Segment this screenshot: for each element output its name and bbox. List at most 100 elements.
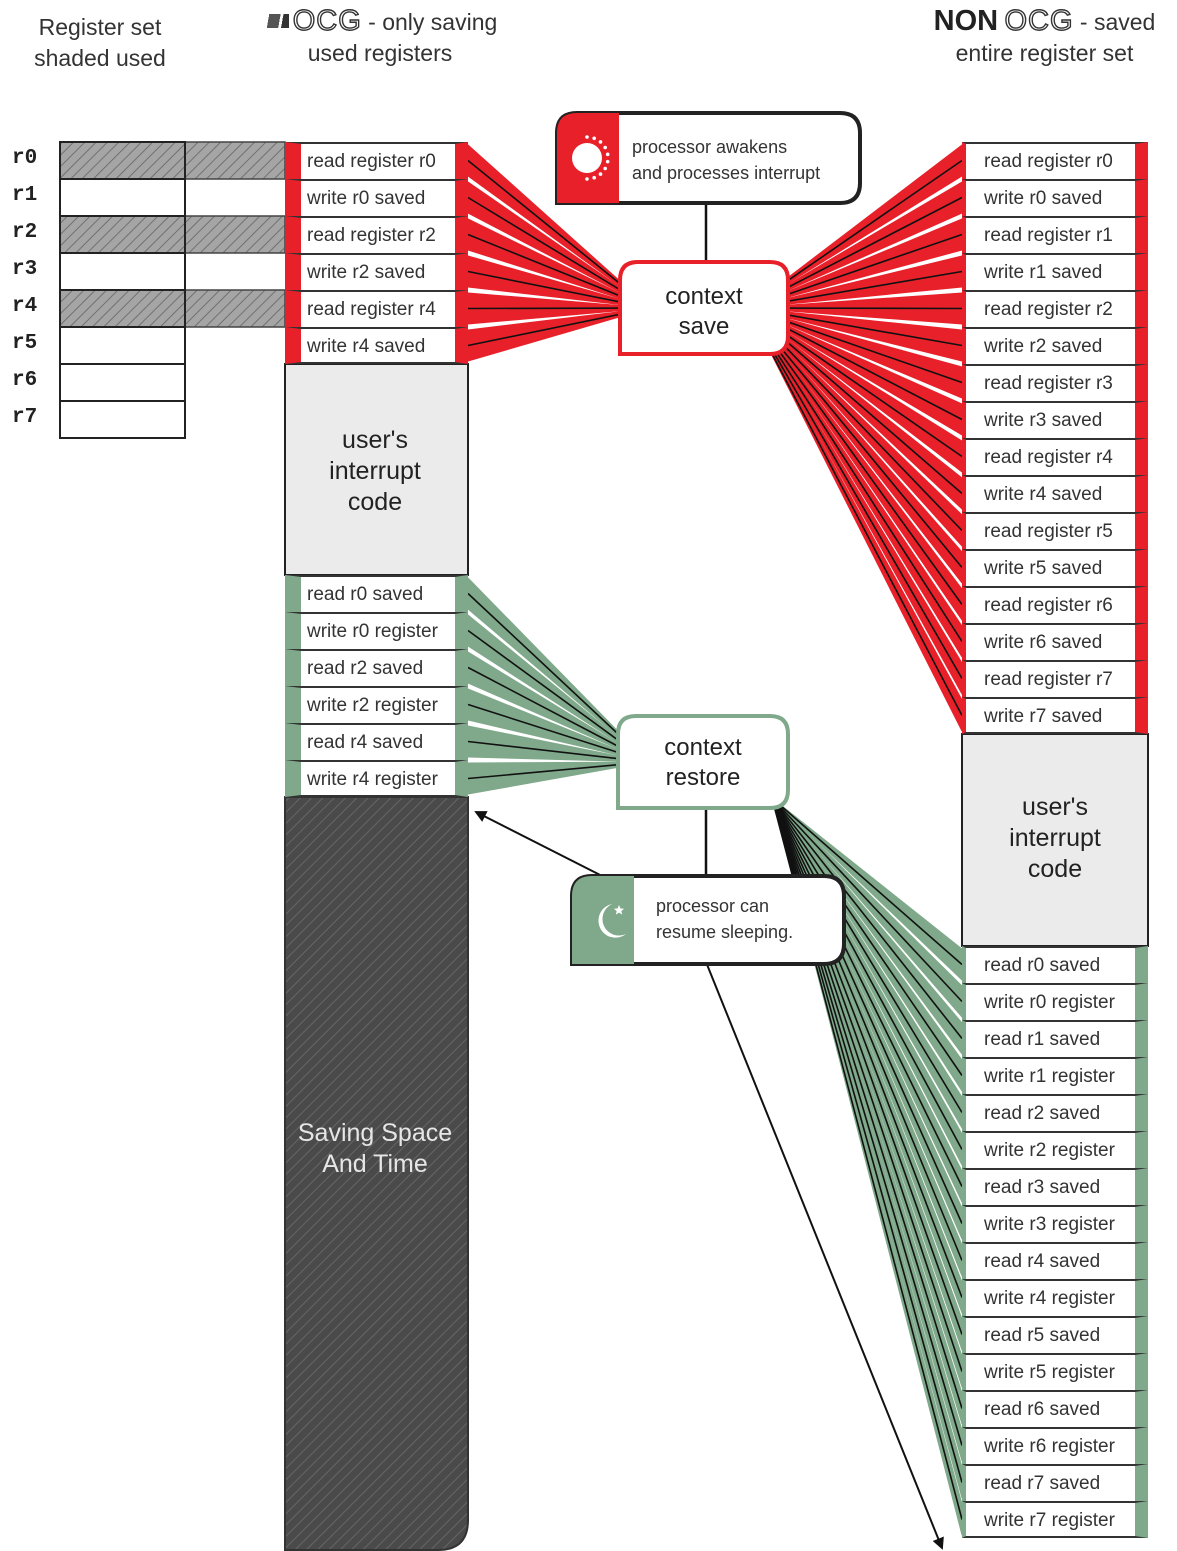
non-ocg-header: NON OCG - saved entire register set [912,5,1177,69]
context-restore-text: context restore [620,733,786,793]
register-map-band-r0 [184,141,286,180]
non-ocg-restore-cell-11: write r5 register [962,1353,1148,1390]
register-cell-r2 [59,215,186,254]
register-label-r7: r7 [12,406,38,429]
non-ocg-restore-cell-14: read r7 saved [962,1464,1148,1501]
non-ocg-restore-cell-3: write r1 register [962,1057,1148,1094]
non-ocg-save-cell-8: read register r4 [962,438,1148,475]
non-ocg-restore-fan-line-4 [771,797,963,1113]
ocg-save-cell-4: read register r4 [285,290,468,327]
register-label-r4: r4 [12,295,38,318]
register-label-r6: r6 [12,369,38,392]
register-cell-r1 [59,178,186,217]
ocg-user-code-line2: interrupt [329,457,421,485]
ocg-restore-cell-2: read r2 saved [285,649,468,686]
context-save-line2: save [678,313,730,340]
non-ocg-save-cell-4: read register r2 [962,290,1148,327]
ocg-user-code-block [284,363,469,576]
ocg-header-tagline: - only saving [361,9,498,35]
non-ocg-header-tagline: - saved [1073,9,1156,35]
non-ocg-restore-cell-8: read r4 saved [962,1242,1148,1279]
non-ocg-restore-cell-9: write r4 register [962,1279,1148,1316]
non-ocg-restore-cell-1: write r0 register [962,983,1148,1020]
ocg-save-cell-0: read register r0 [285,142,468,179]
register-label-r0: r0 [12,147,38,170]
non-ocg-save-cell-5: write r2 saved [962,327,1148,364]
non-ocg-restore-fan-line-2 [771,797,963,1039]
register-label-r1: r1 [12,184,38,207]
register-cell-r4 [59,289,186,328]
non-ocg-restore-cell-7: write r3 register [962,1205,1148,1242]
non-ocg-save-cell-14: read register r7 [962,660,1148,697]
register-cell-r0 [59,141,186,180]
saving-space-line1: Saving Space [297,1119,453,1147]
non-ocg-save-cell-1: write r0 saved [962,179,1148,216]
non-ocg-user-code-line3: code [1027,855,1083,883]
non-ocg-save-fan-line-12 [747,307,963,605]
register-cell-r7 [59,400,186,439]
register-set-header-line2: shaded used [34,45,166,71]
ocg-user-code-line3: code [347,488,403,516]
register-set-header: Register set shaded used [20,12,180,74]
ocg-restore-cell-3: write r2 register [285,686,468,723]
non-ocg-save-fan-line-15 [747,307,963,716]
non-ocg-user-code-line2: interrupt [1009,824,1101,852]
non-ocg-save-cell-6: read register r3 [962,364,1148,401]
saving-space-block [284,796,469,1551]
non-ocg-save-cell-13: write r6 saved [962,623,1148,660]
non-ocg-restore-cell-15: write r7 register [962,1501,1148,1538]
ocg-save-cell-5: write r4 saved [285,327,468,364]
ocg-header: OCG - only saving used registers [225,5,535,69]
non-ocg-restore-fan-line-3 [771,797,963,1076]
non-ocg-save-cell-7: write r3 saved [962,401,1148,438]
non-ocg-restore-fan-line-7 [771,797,963,1224]
sleep-callout-band [572,876,634,964]
ocg-user-code-line1: user's [342,426,408,454]
non-ocg-restore-cell-2: read r1 saved [962,1020,1148,1057]
sleep-callout-line1: processor can [656,896,770,916]
ocg-user-code-label: user's interrupt code [286,425,464,518]
awaken-callout-text: processor awakens and processes interrup… [632,134,862,186]
ocg-logo-icon [262,14,289,28]
non-ocg-header-prefix: NON [933,5,999,37]
non-ocg-restore-cell-5: write r2 register [962,1131,1148,1168]
sleep-callout-text: processor can resume sleeping. [656,893,846,945]
non-ocg-restore-cell-4: read r2 saved [962,1094,1148,1131]
awaken-callout-line1: processor awakens [632,137,788,157]
ocg-header-line2: used registers [307,40,453,66]
context-save-text: context save [622,282,786,342]
moon-star-icon [598,904,626,938]
ocg-save-cell-3: write r2 saved [285,253,468,290]
non-ocg-save-fan-line-14 [747,307,963,679]
register-map-band-r2 [184,215,286,254]
non-ocg-header-name: OCG [1004,5,1074,37]
register-cell-r6 [59,363,186,402]
register-cell-r5 [59,326,186,365]
register-map-band-r4 [184,289,286,328]
register-label-r3: r3 [12,258,38,281]
non-ocg-restore-cell-0: read r0 saved [962,946,1148,983]
register-label-r2: r2 [12,221,38,244]
non-ocg-save-cell-11: write r5 saved [962,549,1148,586]
sleep-to-ocg-arrow [474,811,611,881]
saving-space-line2: And Time [322,1150,428,1178]
sleep-callout-line2: resume sleeping. [656,922,794,942]
non-ocg-restore-cell-13: write r6 register [962,1427,1148,1464]
non-ocg-restore-fan-line-6 [771,797,963,1187]
non-ocg-restore-cell-6: read r3 saved [962,1168,1148,1205]
non-ocg-save-cell-9: write r4 saved [962,475,1148,512]
sleep-to-non-ocg-arrow [705,961,944,1550]
non-ocg-save-fan-line-13 [747,307,963,642]
non-ocg-restore-fan-line-1 [771,797,963,1003]
non-ocg-save-cell-15: write r7 saved [962,697,1148,734]
sun-icon [572,135,610,181]
non-ocg-save-cell-10: read register r5 [962,512,1148,549]
non-ocg-save-cell-0: read register r0 [962,142,1148,179]
non-ocg-restore-cell-10: read r5 saved [962,1316,1148,1353]
saving-space-label: Saving Space And Time [286,1118,464,1180]
non-ocg-save-cell-12: read register r6 [962,586,1148,623]
ocg-save-cell-1: write r0 saved [285,179,468,216]
register-label-r5: r5 [12,332,38,355]
